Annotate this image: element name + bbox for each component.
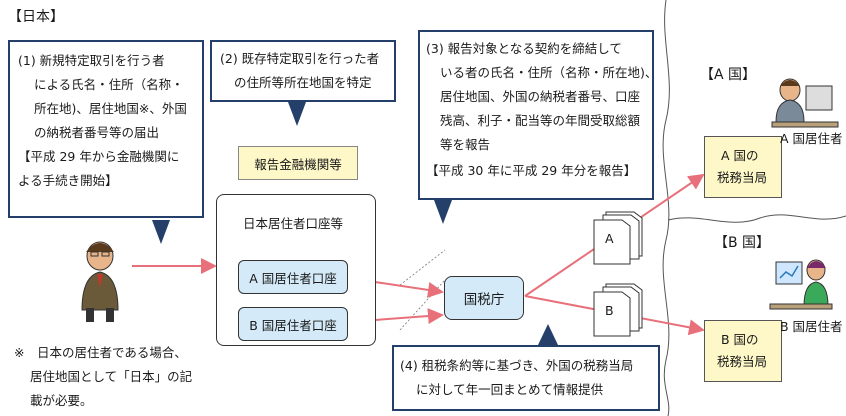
callout1-line-2: による氏名・住所（名称・ <box>34 77 184 92</box>
callout4-line-1: (4) 租税条約等に基づき、外国の税務当局 <box>400 358 634 373</box>
account-a-box: A 国居住者口座 <box>238 260 348 294</box>
tax-authority-a-line-2: 税務当局 <box>717 170 768 185</box>
account-a-label: A 国居住者口座 <box>249 270 337 286</box>
note-line-1: ※ 日本の居住者である場合、 <box>14 345 187 360</box>
resident-a-label: A 国居住者 <box>780 131 843 146</box>
callout3-line-4: 残高、利子・配当等の年間受取総額 <box>440 113 641 128</box>
callout2-line-1: (2) 既存特定取引を行った者 <box>220 51 380 66</box>
tax-authority-b-line-2: 税務当局 <box>717 354 768 369</box>
callout3-line-1: (3) 報告対象となる契約を締結して <box>426 41 622 56</box>
callout-information-exchange: (4) 租税条約等に基づき、外国の税務当局 に対して年一回まとめて情報提供 <box>392 345 660 411</box>
document-a-label: A <box>605 231 614 246</box>
tax-authority-a-box: A 国の 税務当局 <box>704 136 782 198</box>
document-stack-a <box>593 211 643 265</box>
country-divider-wave <box>667 214 846 223</box>
callout4-pointer <box>538 324 558 345</box>
callout1-line-3: 所在地)、居住地国※、外国 <box>34 101 187 116</box>
callout-new-transaction: (1) 新規特定取引を行う者 による氏名・住所（名称・ 所在地)、居住地国※、外… <box>8 40 204 218</box>
country-border-wave <box>662 0 670 416</box>
japan-person-icon <box>81 241 119 322</box>
callout1-line-1: (1) 新規特定取引を行う者 <box>18 53 165 68</box>
note-line-3: 載が必要。 <box>30 393 93 408</box>
callout3-pointer <box>434 200 452 224</box>
accounts-title: 日本居住者口座等 <box>243 216 344 231</box>
country-b-title: 【B 国】 <box>714 235 771 251</box>
callout-existing-transaction: (2) 既存特定取引を行った者 の住所等所在地国を特定 <box>210 40 396 102</box>
tax-authority-a-line-1: A 国の <box>721 148 759 163</box>
financial-institution-box: 報告金融機関等 <box>238 146 358 180</box>
dotted-line-1 <box>399 249 446 286</box>
b-country-resident-icon <box>769 259 833 310</box>
nta-label: 国税庁 <box>463 292 505 308</box>
callout1-line-5: 【平成 29 年から金融機関に <box>18 149 180 164</box>
document-b-label: B <box>605 303 614 318</box>
callout-report-contents: (3) 報告対象となる契約を締結して いる者の氏名・住所（名称・所在地)、 居住… <box>418 30 658 200</box>
callout1-line-6: よる手続き開始】 <box>18 173 118 188</box>
callout3-line-3: 居住地国、外国の納税者番号、口座 <box>440 89 641 104</box>
callout3-line-2: いる者の氏名・住所（名称・所在地)、 <box>440 65 658 80</box>
callout4-line-2: に対して年一回まとめて情報提供 <box>416 382 604 397</box>
nta-box: 国税庁 <box>444 276 524 320</box>
callout3-line-6: 【平成 30 年に平成 29 年分を報告】 <box>426 163 637 178</box>
callout2-pointer <box>288 102 306 126</box>
document-stack-b <box>593 283 643 337</box>
callout3-line-5: 等を報告 <box>440 137 491 152</box>
note-line-2: 居住地国として「日本」の記 <box>30 369 193 384</box>
country-a-title: 【A 国】 <box>700 67 757 83</box>
financial-institution-label: 報告金融機関等 <box>254 156 342 172</box>
japan-title: 【日本】 <box>8 9 64 25</box>
resident-b-label: B 国居住者 <box>780 319 843 334</box>
callout1-line-4: の納税者番号等の届出 <box>34 125 160 140</box>
callout1-pointer <box>152 220 170 244</box>
account-b-label: B 国居住者口座 <box>249 317 337 333</box>
callout2-line-2: の住所等所在地国を特定 <box>234 75 372 90</box>
account-b-box: B 国居住者口座 <box>238 307 348 341</box>
tax-authority-b-line-1: B 国の <box>721 332 759 347</box>
tax-authority-b-box: B 国の 税務当局 <box>704 320 782 382</box>
a-country-resident-icon <box>771 78 839 128</box>
